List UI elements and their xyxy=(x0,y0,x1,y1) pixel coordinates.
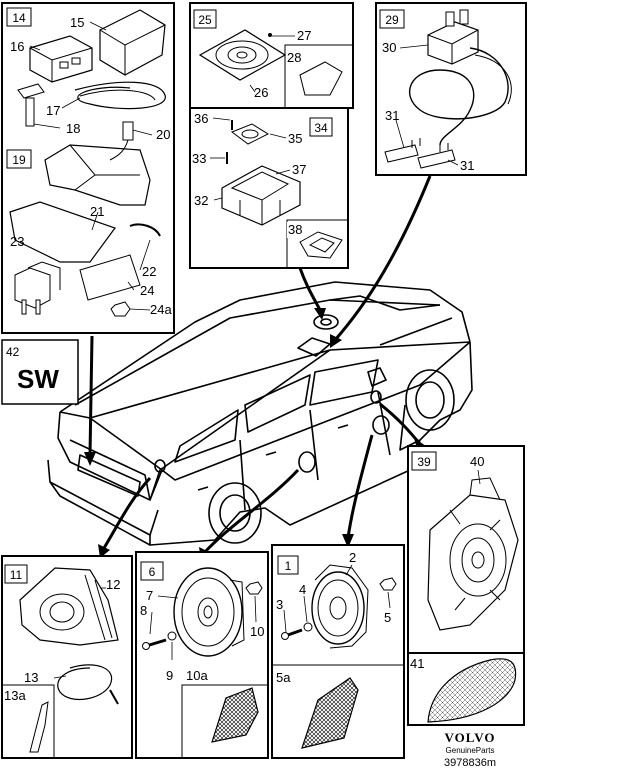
panel-34: 34 36 35 33 37 32 38 xyxy=(189,107,349,269)
diagram-code: 3978836m xyxy=(444,757,496,769)
panel-39: 39 40 xyxy=(407,445,525,654)
callout-13a: 13a xyxy=(4,688,26,703)
callout-4: 4 xyxy=(299,582,306,597)
callout-36: 36 xyxy=(194,111,208,126)
callout-28: 28 xyxy=(287,50,301,65)
panel-14: 14 19 xyxy=(1,2,175,334)
callout-38: 38 xyxy=(288,222,302,237)
car-drawing xyxy=(47,281,473,546)
callout-37: 37 xyxy=(292,162,306,177)
panel-19-tag: 19 xyxy=(12,153,26,167)
callout-41: 41 xyxy=(410,656,424,671)
sw-badge: SW xyxy=(17,364,59,394)
callout-7: 7 xyxy=(146,588,153,603)
callout-9: 9 xyxy=(166,668,173,683)
genuine-parts-text: GenuineParts xyxy=(446,746,495,755)
arrow-heads xyxy=(84,308,426,560)
panel-25: 25 27 28 26 xyxy=(189,2,354,109)
callout-5: 5 xyxy=(384,610,391,625)
panel-42-tag: 42 xyxy=(6,345,20,359)
callout-20: 20 xyxy=(156,127,170,142)
callout-31a: 31 xyxy=(385,108,399,123)
callout-40: 40 xyxy=(470,454,484,469)
callout-27: 27 xyxy=(297,28,311,43)
callout-13: 13 xyxy=(24,670,38,685)
callout-31b: 31 xyxy=(460,158,474,173)
panel-34-tag: 34 xyxy=(314,121,328,135)
callout-5a: 5a xyxy=(276,670,291,685)
panel-29-tag: 29 xyxy=(385,13,399,27)
callout-24: 24 xyxy=(140,283,154,298)
callout-26: 26 xyxy=(254,85,268,100)
callout-3: 3 xyxy=(276,597,283,612)
callout-10a: 10a xyxy=(186,668,208,683)
panel-6: 6 7 8 9 10 10a xyxy=(135,551,269,759)
panel-14-tag: 14 xyxy=(12,11,26,25)
callout-18: 18 xyxy=(66,121,80,136)
callout-12: 12 xyxy=(106,577,120,592)
panel-25-tag: 25 xyxy=(198,13,212,27)
callout-8: 8 xyxy=(140,603,147,618)
panel-39-tag: 39 xyxy=(417,455,431,469)
panel-11: 11 12 13 13a xyxy=(1,555,133,759)
panel-41: 41 xyxy=(407,652,525,726)
callout-17: 17 xyxy=(46,103,60,118)
panel-1: 1 2 3 4 5 5a xyxy=(271,544,405,759)
callout-23: 23 xyxy=(10,234,24,249)
callout-10: 10 xyxy=(250,624,264,639)
callout-32: 32 xyxy=(194,193,208,208)
panel-29: 29 30 31 31 xyxy=(375,2,527,176)
panel-42: 42 SW xyxy=(1,339,79,405)
callout-30: 30 xyxy=(382,40,396,55)
panel-1-tag: 1 xyxy=(285,559,292,573)
callout-15: 15 xyxy=(70,15,84,30)
panel-11-tag: 11 xyxy=(10,568,23,582)
callout-35: 35 xyxy=(288,131,302,146)
callout-21: 21 xyxy=(90,204,104,219)
callout-22: 22 xyxy=(142,264,156,279)
callout-16: 16 xyxy=(10,39,24,54)
callout-24a: 24a xyxy=(150,302,172,317)
footer-logo: VOLVO GenuineParts 3978836m xyxy=(444,730,496,769)
volvo-logo: VOLVO xyxy=(445,730,496,745)
callout-33: 33 xyxy=(192,151,206,166)
pointer-arrows xyxy=(88,175,432,554)
callout-2: 2 xyxy=(349,550,356,565)
panel-6-tag: 6 xyxy=(149,565,156,579)
